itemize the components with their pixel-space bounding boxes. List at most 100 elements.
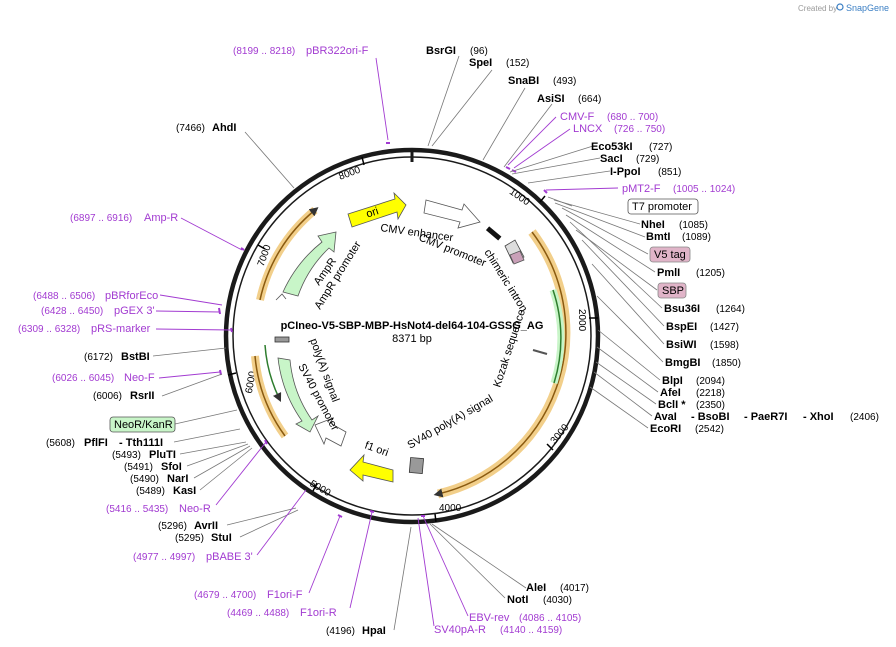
feature-kozak[interactable] bbox=[532, 349, 548, 355]
site-pmli[interactable]: PmlI bbox=[657, 267, 680, 279]
site-bsrgi-pos: (96) bbox=[470, 46, 488, 57]
sbp-box[interactable] bbox=[657, 282, 687, 299]
feature-ampr-arrow[interactable] bbox=[282, 231, 337, 297]
feature-small-grey[interactable] bbox=[274, 336, 290, 343]
t7-label: T7 promoter bbox=[632, 201, 692, 213]
site-saci[interactable]: SacI bbox=[600, 153, 623, 165]
feature-neo-cds-line[interactable] bbox=[254, 355, 286, 437]
primer-lncx[interactable]: LNCX bbox=[573, 123, 603, 135]
primer-neor[interactable]: Neo-R bbox=[179, 503, 211, 515]
leader-p-pbr322 bbox=[375, 57, 389, 141]
feature-t7-bar[interactable] bbox=[485, 226, 502, 241]
site-bsrgi[interactable]: BsrGI bbox=[426, 45, 456, 57]
site-sfoi[interactable]: SfoI bbox=[161, 461, 182, 473]
site-ippoi[interactable]: I-PpoI bbox=[610, 166, 641, 178]
site-bspei[interactable]: BspEI bbox=[666, 321, 697, 333]
site-kasi[interactable]: KasI bbox=[173, 485, 196, 497]
primer-ebv-pos: (4086 .. 4105) bbox=[519, 613, 581, 624]
site-avai[interactable]: AvaI bbox=[654, 411, 677, 423]
primer-lncx-pos: (726 .. 750) bbox=[614, 124, 665, 135]
primer-ebv[interactable]: EBV-rev bbox=[469, 612, 510, 624]
site-bmgbi[interactable]: BmgBI bbox=[665, 357, 700, 369]
plasmid-length: 8371 bp bbox=[392, 333, 432, 345]
site-sfoi-pos: (5491) bbox=[124, 462, 153, 473]
leader-sfoi bbox=[186, 443, 249, 467]
feature-ampr-promoter-arrow[interactable] bbox=[275, 293, 287, 301]
feature-cds-line[interactable] bbox=[433, 231, 567, 498]
feature-neor-line[interactable] bbox=[264, 344, 282, 403]
feature-ori[interactable] bbox=[347, 191, 407, 228]
site-spei[interactable]: SpeI bbox=[469, 57, 492, 69]
t7-box[interactable] bbox=[627, 198, 699, 215]
site-blpi[interactable]: BlpI bbox=[662, 375, 683, 387]
site-noti[interactable]: NotI bbox=[507, 594, 528, 606]
site-eco53ki[interactable]: Eco53kI bbox=[591, 141, 633, 153]
primer-pbrforeco[interactable]: pBRforEco bbox=[105, 290, 158, 302]
site-labels: BsrGI (96) SpeI (152) SnaBI (493) AsiSI … bbox=[46, 45, 879, 637]
feature-sv40-promoter[interactable] bbox=[314, 417, 347, 447]
primer-f1orif[interactable]: F1ori-F bbox=[267, 589, 303, 601]
site-bmti[interactable]: BmtI bbox=[646, 231, 670, 243]
leader-saci bbox=[511, 157, 601, 175]
site-ahdi[interactable]: AhdI bbox=[212, 122, 236, 134]
site-ecori[interactable]: EcoRI bbox=[650, 423, 681, 435]
primer-leaders bbox=[155, 57, 619, 627]
tick-label-4000: 4000 bbox=[439, 503, 462, 514]
site-ecori-pos: (2542) bbox=[695, 424, 724, 435]
leader-hpai bbox=[393, 526, 412, 631]
site-bcli[interactable]: BclI * bbox=[658, 399, 686, 411]
primer-f1orir[interactable]: F1ori-R bbox=[300, 607, 337, 619]
primer-mark-prs bbox=[230, 327, 233, 333]
site-afei-pos: (2218) bbox=[696, 388, 725, 399]
site-ahdi-pos: (7466) bbox=[176, 123, 205, 134]
primer-pmt2[interactable]: pMT2-F bbox=[622, 183, 661, 195]
site-asisi[interactable]: AsiSI bbox=[537, 93, 565, 105]
site-nhei[interactable]: NheI bbox=[641, 219, 665, 231]
v5-box[interactable] bbox=[649, 246, 691, 263]
primer-pgex[interactable]: pGEX 3' bbox=[114, 305, 155, 317]
site-bsiwi[interactable]: BsiWI bbox=[666, 339, 697, 351]
site-xhoi[interactable]: - XhoI bbox=[803, 411, 834, 423]
site-bsobi[interactable]: - BsoBI bbox=[691, 411, 730, 423]
site-paer7i[interactable]: - PaeR7I bbox=[744, 411, 787, 423]
site-snabi[interactable]: SnaBI bbox=[508, 75, 539, 87]
site-rsrii[interactable]: RsrII bbox=[130, 390, 154, 402]
primer-ampr[interactable]: Amp-R bbox=[144, 212, 178, 224]
site-saci-pos: (729) bbox=[636, 154, 659, 165]
feature-v5-tag[interactable] bbox=[509, 250, 525, 265]
primer-cmvf[interactable]: CMV-F bbox=[560, 111, 595, 123]
feature-neor-arrow[interactable] bbox=[277, 357, 320, 433]
feature-cmv-enhancer[interactable] bbox=[423, 199, 481, 229]
site-hpai[interactable]: HpaI bbox=[362, 625, 386, 637]
site-bsu36i[interactable]: Bsu36I bbox=[664, 303, 700, 315]
primer-neof[interactable]: Neo-F bbox=[124, 372, 155, 384]
primer-prs[interactable]: pRS-marker bbox=[91, 323, 151, 335]
site-tth111i[interactable]: - Tth111I bbox=[119, 437, 163, 449]
leader-p-f1orir bbox=[349, 511, 373, 609]
leader-p-cmvf bbox=[507, 116, 557, 166]
site-afei[interactable]: AfeI bbox=[660, 387, 681, 399]
feature-f1-ori[interactable] bbox=[349, 453, 394, 483]
site-pflfi[interactable]: PflFI bbox=[84, 437, 108, 449]
feature-sbp-line[interactable] bbox=[552, 289, 562, 384]
leader-bmti bbox=[554, 202, 646, 238]
neokan-box[interactable] bbox=[109, 416, 176, 433]
site-avrii[interactable]: AvrII bbox=[194, 520, 218, 532]
primer-pbabe-pos: (4977 .. 4997) bbox=[133, 552, 195, 563]
feature-sv40-polya[interactable] bbox=[408, 457, 425, 475]
primer-pbr322[interactable]: pBR322ori-F bbox=[306, 45, 369, 57]
primer-marks bbox=[218, 142, 548, 518]
site-stui[interactable]: StuI bbox=[211, 532, 232, 544]
primer-mark-f1orir bbox=[369, 510, 375, 513]
site-nari[interactable]: NarI bbox=[167, 473, 188, 485]
credit-brand: SnapGene bbox=[846, 3, 889, 13]
site-bstbi[interactable]: BstBI bbox=[121, 351, 150, 363]
site-avrii-pos: (5296) bbox=[158, 521, 187, 532]
primer-pbabe[interactable]: pBABE 3' bbox=[206, 551, 253, 563]
site-pluti[interactable]: PluTI bbox=[149, 449, 176, 461]
primer-sv40pa[interactable]: SV40pA-R bbox=[434, 624, 486, 636]
feature-ampr-cds-line[interactable] bbox=[259, 207, 319, 301]
leader-blpi bbox=[597, 329, 661, 381]
site-rsrii-pos: (6006) bbox=[93, 391, 122, 402]
site-alei[interactable]: AleI bbox=[526, 582, 546, 594]
